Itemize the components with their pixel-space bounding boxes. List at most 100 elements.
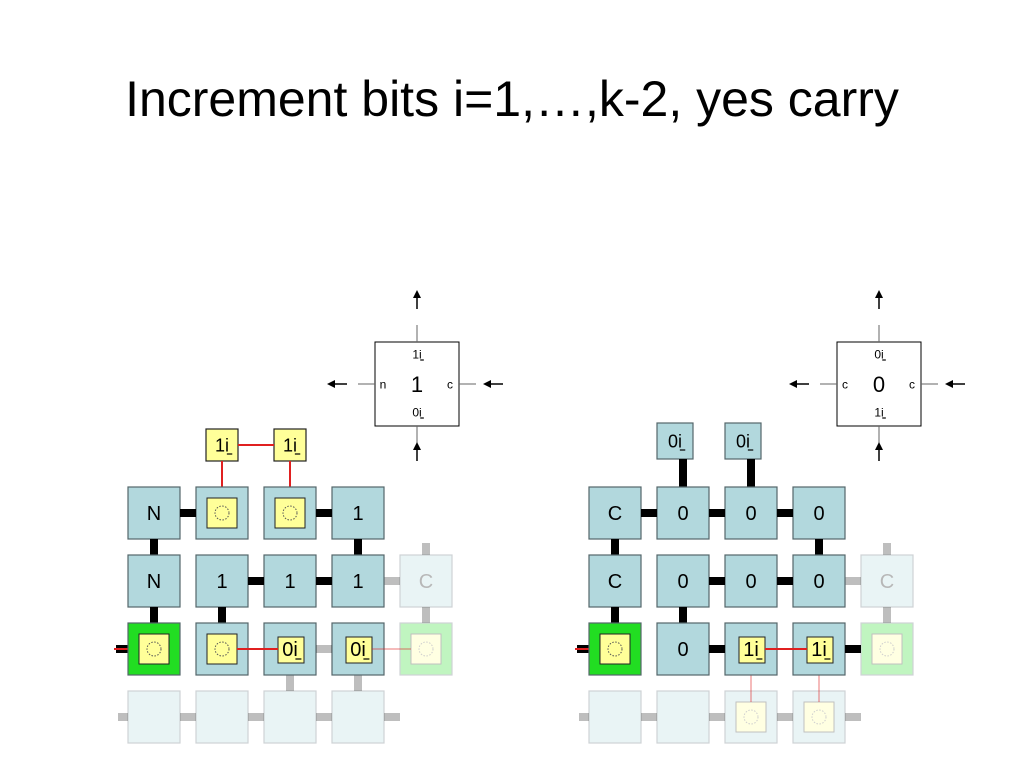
tile-body (724, 690, 778, 744)
tile-body (127, 690, 181, 744)
arrow-up-icon (875, 290, 883, 298)
arrow-left-icon (483, 380, 491, 388)
tile-label: N (147, 503, 161, 525)
empty-site-icon (146, 641, 162, 657)
tile: C (588, 554, 642, 608)
seed-square (206, 497, 238, 529)
ghost-tile (792, 690, 846, 744)
tile-label: C (608, 503, 622, 525)
seed-tile (588, 622, 642, 676)
top-tile: 0i (656, 422, 694, 460)
tile-body (588, 486, 642, 540)
ghost-seed-tile (860, 622, 914, 676)
ghost-tile (127, 690, 181, 744)
tile-body (399, 554, 453, 608)
ghost-tile (724, 690, 778, 744)
tile: C (588, 486, 642, 540)
tile-body (656, 622, 710, 676)
tile: 0i (331, 622, 385, 676)
tile-body (331, 486, 385, 540)
tile-label: 0 (677, 639, 688, 661)
empty-site-icon (214, 641, 230, 657)
tile-label: 1 (284, 571, 295, 593)
tile-label: 0 (813, 571, 824, 593)
slide-title: Increment bits i=1,…,k-2, yes carry (125, 71, 899, 127)
ghost-tile: C (860, 554, 914, 608)
tile (195, 486, 249, 540)
tile-label: 1 (352, 503, 363, 525)
top-tile: 0i (724, 422, 762, 460)
tile: 0 (792, 486, 846, 540)
tile-body (331, 554, 385, 608)
ghost-tile (588, 690, 642, 744)
legend-east-label: c (909, 377, 915, 391)
legend-west-label: c (842, 377, 848, 391)
legend-south-label: 1i (874, 405, 883, 419)
tile (263, 486, 317, 540)
tile-label: 0 (813, 503, 824, 525)
top-tile: 1i (205, 428, 239, 462)
tile-label: 0i (282, 639, 298, 661)
tile-body (724, 554, 778, 608)
legend-right: 0 0i 1i c c (789, 290, 965, 461)
tile: 0 (656, 486, 710, 540)
tile: N (127, 486, 181, 540)
arrow-left-icon (327, 380, 335, 388)
tile-label: 0 (745, 571, 756, 593)
tile-body (656, 554, 710, 608)
ghost-tile: C (399, 554, 453, 608)
tile: 0 (656, 622, 710, 676)
tile-label: 0i (668, 431, 682, 451)
tile-body (860, 554, 914, 608)
tile-body (399, 622, 453, 676)
tile-body (331, 690, 385, 744)
ghost-tile (263, 690, 317, 744)
tile-label: C (880, 571, 894, 593)
empty-site-icon (879, 641, 895, 657)
ghost-tile (195, 690, 249, 744)
arrow-left-icon (789, 380, 797, 388)
seed-square (735, 701, 767, 733)
tile: N (127, 554, 181, 608)
legend-north-label: 1i (412, 347, 421, 361)
seed-square (803, 701, 835, 733)
ghost-tile (656, 690, 710, 744)
tile: 1 (195, 554, 249, 608)
legend-west-label: n (380, 377, 387, 391)
tile-body (792, 486, 846, 540)
legend-center-label: 1 (411, 372, 423, 397)
tile-body (263, 554, 317, 608)
tile: 0 (724, 554, 778, 608)
empty-site-icon (214, 505, 230, 521)
seed-square (138, 633, 170, 665)
top-tile: 1i (273, 428, 307, 462)
legend-north-label: 0i (874, 347, 883, 361)
tile-body (195, 690, 249, 744)
tile-body (263, 690, 317, 744)
tile: 1 (263, 554, 317, 608)
tile-body (656, 422, 694, 460)
tile-body (656, 690, 710, 744)
tile-body (724, 486, 778, 540)
empty-site-icon (607, 641, 623, 657)
tile-label: 0 (677, 571, 688, 593)
tile-body (588, 690, 642, 744)
seed-square (599, 633, 631, 665)
seed-tile (127, 622, 181, 676)
tile: 0 (792, 554, 846, 608)
legend-south-label: 0i (412, 405, 421, 419)
tile-label: C (419, 571, 433, 593)
tile: 0 (724, 486, 778, 540)
tile-label: C (608, 571, 622, 593)
tile-body (792, 690, 846, 744)
tile: 0 (656, 554, 710, 608)
arrow-up-icon (413, 290, 421, 298)
empty-site-icon (418, 641, 434, 657)
tile-body (127, 554, 181, 608)
tile-body (588, 554, 642, 608)
seed-square (410, 633, 442, 665)
tile-label: 1i (283, 435, 297, 455)
legend-center-label: 0 (873, 372, 885, 397)
tile-body (273, 428, 307, 462)
